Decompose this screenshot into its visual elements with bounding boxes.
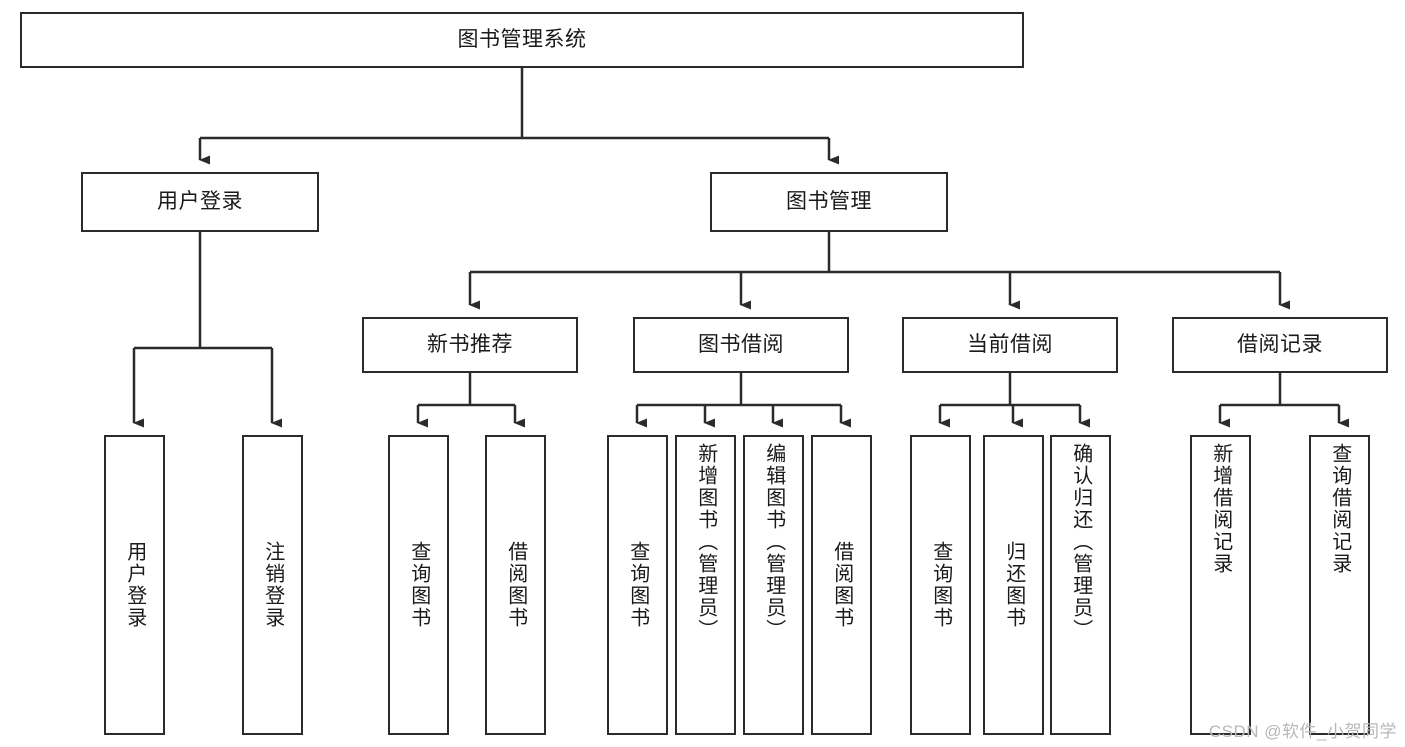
leaf-query-record[interactable]: 查询借阅记录 [1309, 435, 1370, 735]
leaf-confirm-return[interactable]: 确认归还（管理员） [1050, 435, 1111, 735]
leaf-add-record-label: 新增借阅记录 [1209, 443, 1232, 575]
leaf-logout[interactable]: 注销登录 [242, 435, 303, 735]
leaf-confirm-return-label: 确认归还（管理员） [1069, 443, 1092, 641]
leaf-query-book-rec[interactable]: 查询图书 [388, 435, 449, 735]
leaf-user-login[interactable]: 用户登录 [104, 435, 165, 735]
node-root[interactable]: 图书管理系统 [20, 12, 1024, 68]
leaf-query-book-rec-label: 查询图书 [407, 541, 430, 629]
leaf-borrow-book-rec[interactable]: 借阅图书 [485, 435, 546, 735]
leaf-query-book-cur-label: 查询图书 [929, 541, 952, 629]
leaf-query-record-label: 查询借阅记录 [1328, 443, 1351, 575]
leaf-edit-book-label: 编辑图书（管理员） [762, 443, 785, 641]
node-book-borrow[interactable]: 图书借阅 [633, 317, 849, 373]
leaf-return-book[interactable]: 归还图书 [983, 435, 1044, 735]
node-root-label: 图书管理系统 [457, 28, 587, 52]
node-borrow-record-label: 借阅记录 [1237, 333, 1323, 357]
leaf-borrow-book[interactable]: 借阅图书 [811, 435, 872, 735]
node-new-book-rec[interactable]: 新书推荐 [362, 317, 578, 373]
node-book-manage-label: 图书管理 [786, 190, 872, 214]
leaf-query-book-cur[interactable]: 查询图书 [910, 435, 971, 735]
node-new-book-rec-label: 新书推荐 [427, 333, 513, 357]
leaf-add-book[interactable]: 新增图书（管理员） [675, 435, 736, 735]
leaf-borrow-book-label: 借阅图书 [830, 541, 853, 629]
node-user-login[interactable]: 用户登录 [81, 172, 319, 232]
node-borrow-record[interactable]: 借阅记录 [1172, 317, 1388, 373]
leaf-return-book-label: 归还图书 [1002, 541, 1025, 629]
leaf-query-book-borrow[interactable]: 查询图书 [607, 435, 668, 735]
leaf-user-login-label: 用户登录 [123, 541, 146, 629]
node-current-borrow[interactable]: 当前借阅 [902, 317, 1118, 373]
leaf-edit-book[interactable]: 编辑图书（管理员） [743, 435, 804, 735]
leaf-borrow-book-rec-label: 借阅图书 [504, 541, 527, 629]
leaf-add-book-label: 新增图书（管理员） [694, 443, 717, 641]
node-book-borrow-label: 图书借阅 [698, 333, 784, 357]
leaf-logout-label: 注销登录 [261, 541, 284, 629]
node-user-login-label: 用户登录 [157, 190, 243, 214]
node-current-borrow-label: 当前借阅 [967, 333, 1053, 357]
node-book-manage[interactable]: 图书管理 [710, 172, 948, 232]
leaf-add-record[interactable]: 新增借阅记录 [1190, 435, 1251, 735]
leaf-query-book-borrow-label: 查询图书 [626, 541, 649, 629]
